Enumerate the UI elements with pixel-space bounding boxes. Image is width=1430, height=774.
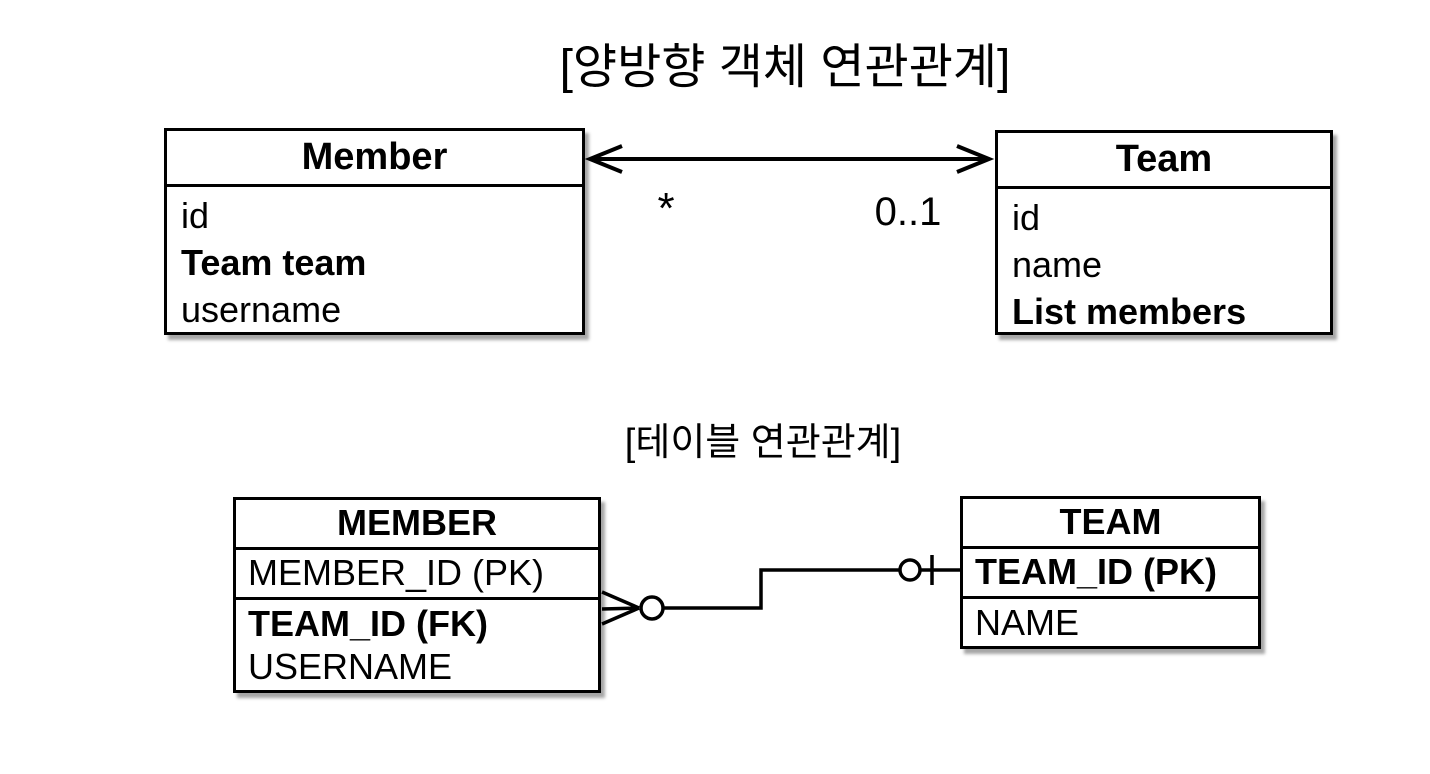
team-table-name-column: NAME <box>975 602 1080 643</box>
zero-circle-team-end-icon <box>898 558 922 582</box>
team-table-columns: NAME <box>963 599 1258 646</box>
fk-relationship-connector <box>601 555 963 626</box>
member-field-id: id <box>181 195 210 236</box>
multiplicity-team-side: 0..1 <box>874 190 942 234</box>
member-table-username-column: USERNAME <box>248 646 453 687</box>
zero-circle-member-end-icon <box>639 595 665 621</box>
team-field-name: name <box>1012 244 1103 285</box>
team-table-box: TEAM TEAM_ID (PK) NAME <box>960 496 1261 649</box>
member-table-box: MEMBER MEMBER_ID (PK) TEAM_ID (FK) USERN… <box>233 497 601 693</box>
crows-foot-many-icon <box>601 590 640 626</box>
team-class-fields: id name List members <box>998 189 1330 335</box>
connector-path <box>663 568 900 610</box>
bidirectional-association-arrow <box>584 144 995 174</box>
member-table-name: MEMBER <box>236 500 598 550</box>
arrowhead-left-icon <box>584 144 623 174</box>
member-class-box: Member id Team team username <box>164 128 585 335</box>
object-section-title: [양방향 객체 연관관계] <box>559 41 1011 94</box>
table-section-title: [테이블 연관관계] <box>624 422 902 464</box>
team-field-id: id <box>1012 197 1041 238</box>
member-table-columns: TEAM_ID (FK) USERNAME <box>236 600 598 690</box>
arrowhead-right-icon <box>956 144 995 174</box>
member-field-team: Team team <box>181 242 367 283</box>
team-table-name: TEAM <box>963 499 1258 549</box>
multiplicity-member-side: * <box>657 184 675 233</box>
member-field-username: username <box>181 289 342 330</box>
member-table-fk-column: TEAM_ID (FK) <box>248 603 488 644</box>
team-class-box: Team id name List members <box>995 130 1333 335</box>
member-class-fields: id Team team username <box>167 187 582 333</box>
team-field-members: List members <box>1012 291 1247 332</box>
member-table-pk-row: MEMBER_ID (PK) <box>236 550 598 600</box>
team-table-pk-row: TEAM_ID (PK) <box>963 549 1258 599</box>
team-class-name: Team <box>998 133 1330 189</box>
member-class-name: Member <box>167 131 582 187</box>
